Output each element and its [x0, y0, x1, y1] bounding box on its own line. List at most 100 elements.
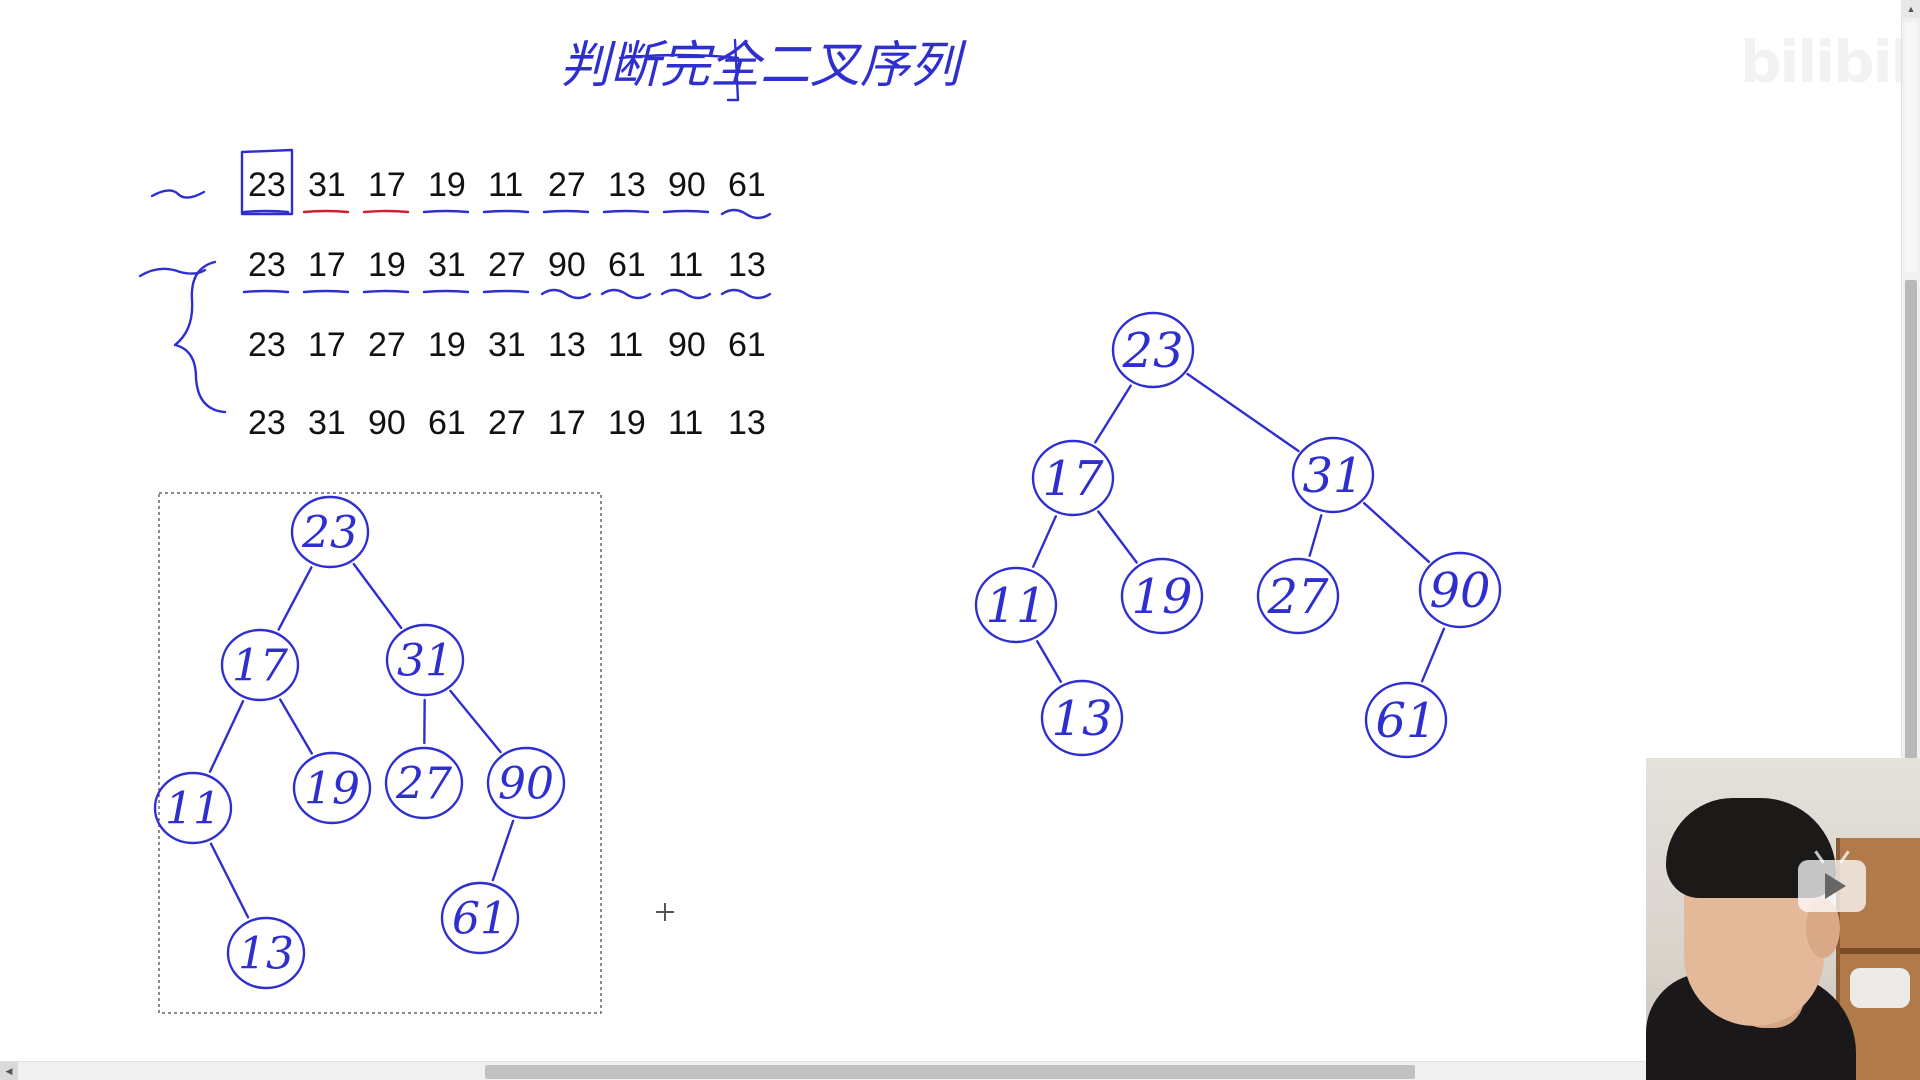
- tree-node-label: 23: [301, 507, 358, 558]
- tree-node-label: 23: [1121, 323, 1183, 379]
- title-strike: [618, 53, 740, 60]
- sequence-value: 90: [668, 326, 706, 364]
- sequence-value: 61: [728, 166, 766, 204]
- underline-mark: [422, 289, 470, 294]
- sequence-value: 19: [428, 166, 466, 204]
- sequence-value: 27: [368, 326, 406, 364]
- tree-node-label: 90: [1429, 563, 1490, 619]
- tree-node-label: 31: [397, 635, 453, 686]
- sequence-value: 23: [248, 166, 286, 204]
- tree-edge: [1097, 510, 1138, 564]
- tree-edge: [209, 842, 250, 919]
- tree-edge: [1362, 501, 1431, 564]
- sequence-value: 19: [428, 326, 466, 364]
- scroll-up-arrow-icon[interactable]: ▲: [1902, 0, 1920, 18]
- tree-edge: [279, 698, 313, 755]
- tree-node-label: 90: [498, 758, 554, 809]
- underline-mark: [422, 209, 470, 214]
- tree-node-circle: [292, 751, 372, 825]
- sequence-value: 17: [548, 404, 586, 442]
- page-title: 判断完全二叉序列: [560, 36, 967, 94]
- sequence-value: 61: [728, 326, 766, 364]
- bilibili-watermark: bilibili: [1740, 28, 1920, 96]
- play-icon[interactable]: [1798, 850, 1866, 912]
- underline-mark: [302, 289, 350, 294]
- horizontal-scrollbar[interactable]: ◀: [0, 1061, 1902, 1080]
- tree-node-label: 27: [1266, 569, 1329, 625]
- sequence-rows: 23 31 17 19 11 27 13 90 61 23 17 19 31 27 90 61 11 13 23 17…: [248, 166, 766, 442]
- sequence-value: 19: [608, 404, 646, 442]
- tree-edge: [208, 700, 245, 773]
- tree-edge: [1031, 515, 1058, 568]
- tree-edge: [1308, 514, 1323, 557]
- tree-node-label: 13: [238, 928, 294, 979]
- tree-edge: [1094, 384, 1132, 444]
- sequence-value: 23: [248, 326, 286, 364]
- sequence-value: 17: [308, 246, 346, 284]
- underline-mark: [242, 289, 290, 294]
- underline-marks: [242, 208, 772, 300]
- sequence-value: 61: [428, 404, 466, 442]
- scroll-left-arrow-icon[interactable]: ◀: [0, 1062, 18, 1080]
- underline-mark: [482, 209, 530, 214]
- tree-node-circle: [1291, 436, 1375, 514]
- sequence-value: 27: [488, 246, 526, 284]
- tree-node-circle: [1120, 557, 1204, 635]
- brace-group: [173, 260, 227, 414]
- sequence-value: 13: [728, 404, 766, 442]
- underline-mark: [242, 209, 290, 214]
- sequence-value: 90: [668, 166, 706, 204]
- underline-mark: [482, 289, 530, 294]
- tree-node-label: 11: [985, 578, 1046, 634]
- tree-edge: [277, 566, 313, 631]
- sequence-value: 17: [308, 326, 346, 364]
- tree-node-label: 17: [1042, 451, 1104, 507]
- sequence-value: 61: [608, 246, 646, 284]
- wavy-underline-mark: [720, 288, 772, 300]
- play-triangle: [1824, 873, 1846, 899]
- sequence-value: 17: [368, 166, 406, 204]
- underline-mark: [542, 209, 590, 214]
- tree-edge: [449, 689, 502, 754]
- tree-edge: [1035, 640, 1063, 683]
- sequence-value: 23: [248, 246, 286, 284]
- sequence-value: 31: [488, 326, 526, 364]
- tree-node-circle: [385, 623, 465, 697]
- wavy-underline-mark: [660, 288, 712, 300]
- sequence-value: 11: [668, 404, 703, 442]
- tree-node-label: 13: [1051, 691, 1112, 747]
- row1-box-highlight: [240, 148, 294, 216]
- row1-tilde-mark: [150, 189, 206, 199]
- scroll-track[interactable]: [1905, 22, 1917, 272]
- underline-mark: [662, 209, 710, 214]
- sequence-value: 11: [608, 326, 643, 364]
- underline-mark: [362, 209, 410, 214]
- sequence-value: 31: [308, 404, 346, 442]
- tree-node-circle: [1031, 439, 1115, 517]
- selection-frame[interactable]: [158, 492, 602, 1014]
- tree-node-label: 19: [1131, 569, 1192, 625]
- sequence-value: 13: [608, 166, 646, 204]
- tree-node-label: 61: [1375, 693, 1436, 749]
- sequence-value: 27: [488, 404, 526, 442]
- tree-node-circle: [220, 628, 300, 702]
- tree-node-label: 19: [304, 763, 360, 814]
- underline-mark: [602, 209, 650, 214]
- tree-node-label: 61: [452, 893, 508, 944]
- tree-node-circle: [486, 746, 566, 820]
- shelf-board: [1840, 948, 1920, 954]
- tree-node-circle: [290, 495, 370, 569]
- title-bracket: [726, 38, 740, 102]
- tree-node-circle: [153, 771, 233, 845]
- sequence-value: 27: [548, 166, 586, 204]
- whiteboard-canvas[interactable]: 判断完全二叉序列 23 31 17 19 11 27 13 90 61 23 17 19 31 27 90 6…: [0, 0, 1902, 1062]
- horizontal-scroll-thumb[interactable]: [485, 1065, 1415, 1079]
- sequence-value: 31: [428, 246, 466, 284]
- sequence-value: 13: [548, 326, 586, 364]
- sequence-value: 31: [308, 166, 346, 204]
- tree-edge: [1420, 627, 1446, 683]
- underline-mark: [302, 209, 350, 214]
- webcam-overlay: [1646, 758, 1920, 1080]
